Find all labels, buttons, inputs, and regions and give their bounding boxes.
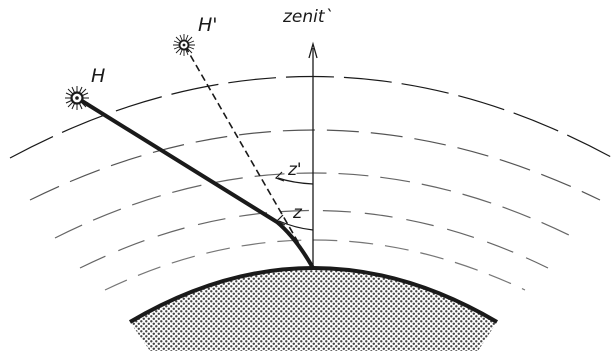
star-true-label: H [91,65,105,87]
atmosphere-layer-4 [79,210,549,269]
atmosphere-layer-outer [9,75,613,159]
angle-z-label: z [292,203,303,223]
earth-surface [130,268,497,351]
atmosphere-layer-3 [54,172,576,239]
atmosphere-layers [9,75,613,291]
atmosphere-layer-2 [29,129,601,201]
zenith-label: zenit` [282,7,333,27]
star-icon [173,34,195,56]
angle-arc-z-prime-arrow [274,171,285,182]
zenith-arrowhead [308,41,318,59]
angle-arc-z [278,220,314,231]
angle-z-prime-label: z' [287,160,302,180]
star-apparent-label: H' [198,14,218,36]
atmosphere-layer-5 [104,239,526,291]
true-light-ray [80,99,315,270]
angle-arc-z-prime [277,177,314,185]
star-icon [65,86,89,110]
angle-arc-z-arrow [275,214,286,226]
apparent-direction-line [184,45,314,269]
